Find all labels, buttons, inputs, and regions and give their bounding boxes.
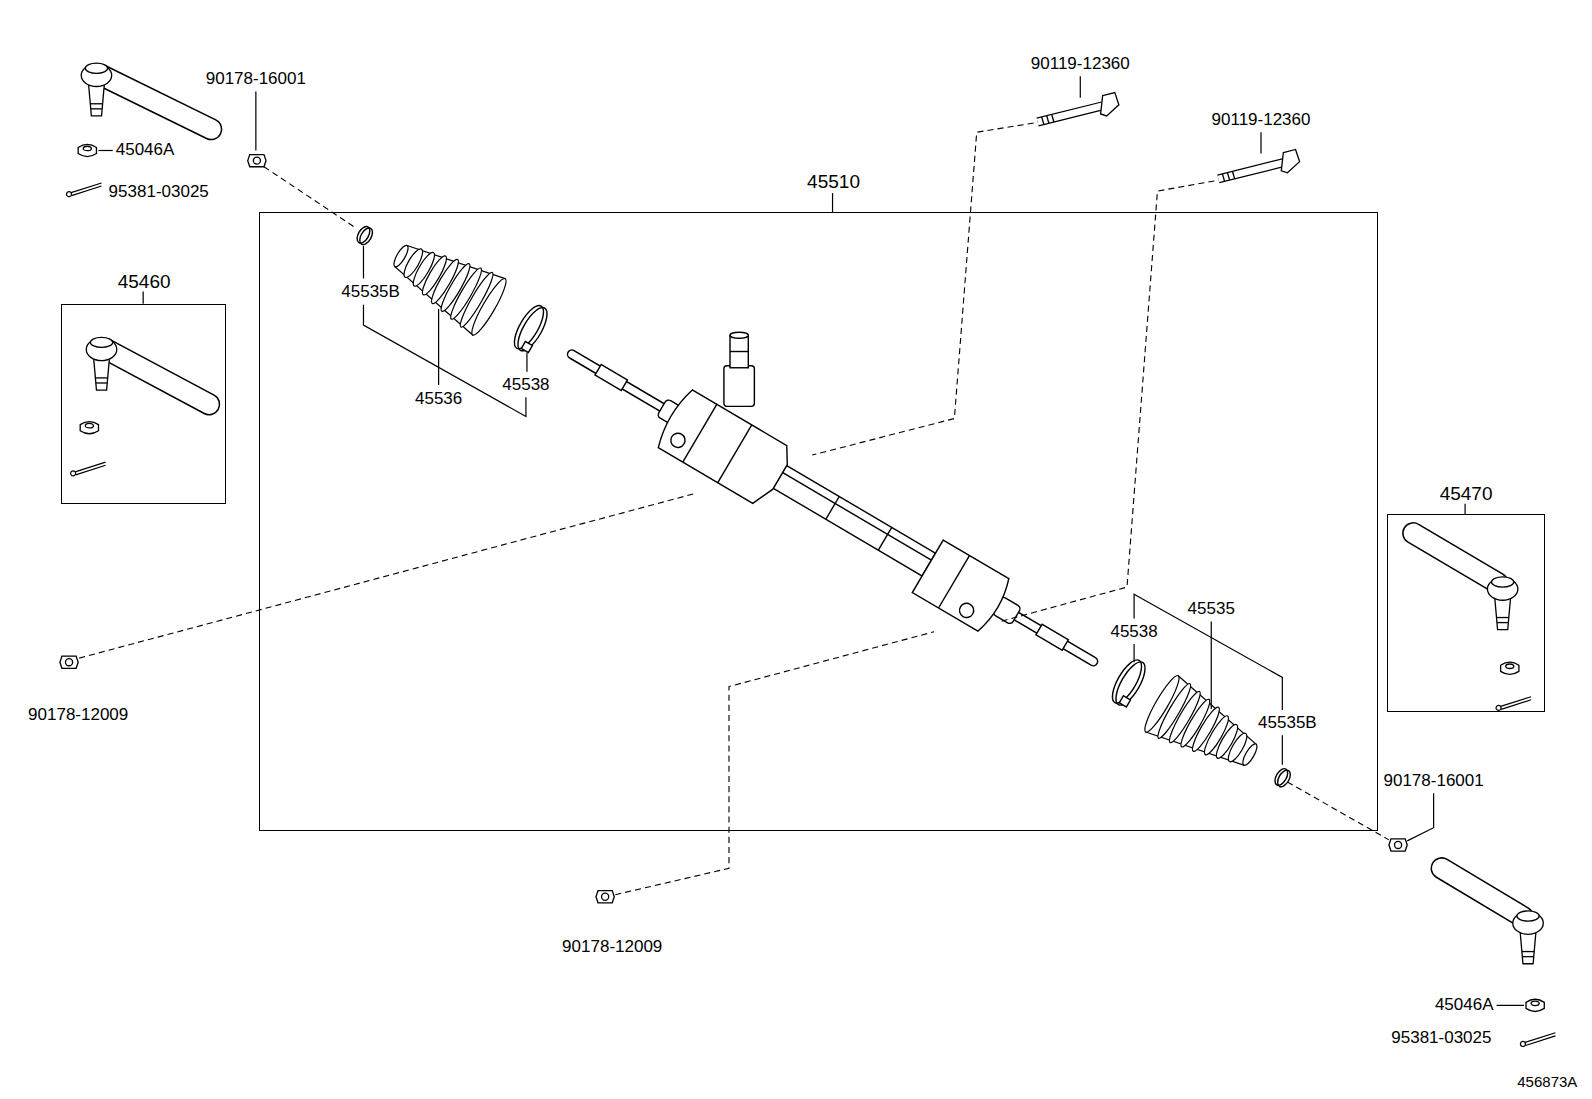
callout-number: 45046A (1434, 996, 1495, 1013)
pinion-shaft (724, 332, 754, 406)
leader-line (98, 76, 1523, 1005)
callout-number: 90178-12009 (561, 938, 663, 955)
cotter-pin (1496, 697, 1531, 711)
small-clamp (1272, 766, 1293, 788)
part-group-box: 45470 (1387, 514, 1545, 712)
tie-rod-end (1413, 533, 1518, 629)
steering-gear (553, 328, 1108, 693)
callout-number: 90178-16001 (1383, 771, 1485, 788)
part-group-box: 45460 (61, 304, 226, 504)
clamp (1107, 656, 1151, 709)
callout-number: 45536 (414, 390, 463, 407)
callout-number: 95381-03025 (108, 182, 210, 199)
callout-number: 95381-03025 (1390, 1028, 1492, 1045)
callout-number: 90119-12360 (1030, 54, 1131, 71)
nut (1501, 662, 1519, 674)
callout-number: 456873A (1516, 1074, 1578, 1089)
mount-nut (60, 656, 78, 668)
bolt (1038, 93, 1119, 124)
boot (1140, 673, 1269, 785)
cotter-pin (67, 183, 102, 197)
tie-rod-end (86, 337, 209, 404)
small-clamp (355, 224, 376, 246)
mount-nut (596, 891, 614, 903)
callout-number: 45535B (1257, 713, 1318, 730)
callout-number: 45535 (1187, 600, 1236, 617)
callout-number: 45046A (115, 141, 176, 158)
part-number: 45470 (1438, 484, 1495, 503)
callout-number: 90119-12360 (1211, 110, 1312, 127)
assembly-line (79, 123, 1389, 895)
part-number: 45510 (805, 171, 862, 190)
callout-number: 90178-16001 (205, 70, 307, 87)
callout-number: 45538 (1109, 622, 1158, 639)
lock-nut (248, 155, 266, 167)
clamp (509, 301, 553, 354)
tie-rod-end (81, 63, 211, 129)
nut (78, 144, 96, 156)
callout-number: 45535B (340, 283, 401, 300)
part-number: 45460 (116, 272, 173, 291)
cotter-pin (71, 462, 106, 476)
callout-number: 45538 (501, 375, 550, 392)
lock-nut (1389, 839, 1407, 851)
cotter-pin (1520, 1033, 1555, 1047)
nut (1526, 999, 1544, 1011)
callout-number: 90178-12009 (27, 705, 129, 722)
part-group-box: 45510 (259, 212, 1378, 830)
nut (80, 422, 98, 434)
tie-rod-end (1442, 868, 1544, 963)
bolt (1218, 149, 1299, 180)
